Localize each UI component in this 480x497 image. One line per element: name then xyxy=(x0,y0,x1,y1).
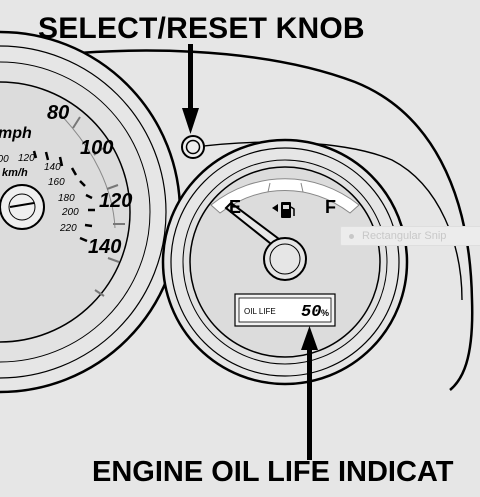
oil-life-label: OIL LIFE xyxy=(244,307,276,316)
fuel-pump-icon xyxy=(272,202,295,218)
rectangular-snip-tooltip: Rectangular Snip xyxy=(340,226,480,246)
kmh-mark-200: 200 xyxy=(61,207,79,218)
mph-unit-label: mph xyxy=(0,125,32,142)
kmh-mark-160: 160 xyxy=(48,177,65,188)
select-reset-knob[interactable] xyxy=(181,135,205,159)
oil-life-unit: % xyxy=(321,308,329,318)
mph-mark-100: 100 xyxy=(80,137,113,159)
select-reset-knob-center xyxy=(185,139,201,155)
mph-mark-120: 120 xyxy=(99,190,132,212)
speedometer xyxy=(0,30,182,394)
kmh-unit-label: km/h xyxy=(2,167,28,179)
select-reset-knob-arrow xyxy=(182,44,199,134)
kmh-mark-220: 220 xyxy=(59,223,77,234)
fuel-empty-label: E xyxy=(229,197,241,217)
kmh-mark-120: 120 xyxy=(18,153,35,164)
oil-life-indicator-arrow xyxy=(301,326,318,460)
cluster-shroud-inner xyxy=(187,141,463,301)
engine-oil-life-indicator-callout: ENGINE OIL LIFE INDICAT xyxy=(92,456,454,488)
kmh-mark-140: 140 xyxy=(44,162,61,173)
fuel-full-label: F xyxy=(325,197,336,217)
mph-mark-80: 80 xyxy=(47,102,69,124)
kmh-mark-180: 180 xyxy=(58,193,75,204)
kmh-mark-100: 100 xyxy=(0,154,9,165)
select-reset-knob-callout: SELECT/RESET KNOB xyxy=(38,12,365,45)
mph-mark-140: 140 xyxy=(88,236,121,258)
tooltip-dot xyxy=(349,233,354,239)
fuel-gauge xyxy=(161,138,409,386)
tooltip-text: Rectangular Snip xyxy=(362,230,447,242)
cluster-shroud xyxy=(0,49,474,391)
oil-life-display xyxy=(234,293,336,327)
oil-life-value: 50 xyxy=(301,303,321,322)
